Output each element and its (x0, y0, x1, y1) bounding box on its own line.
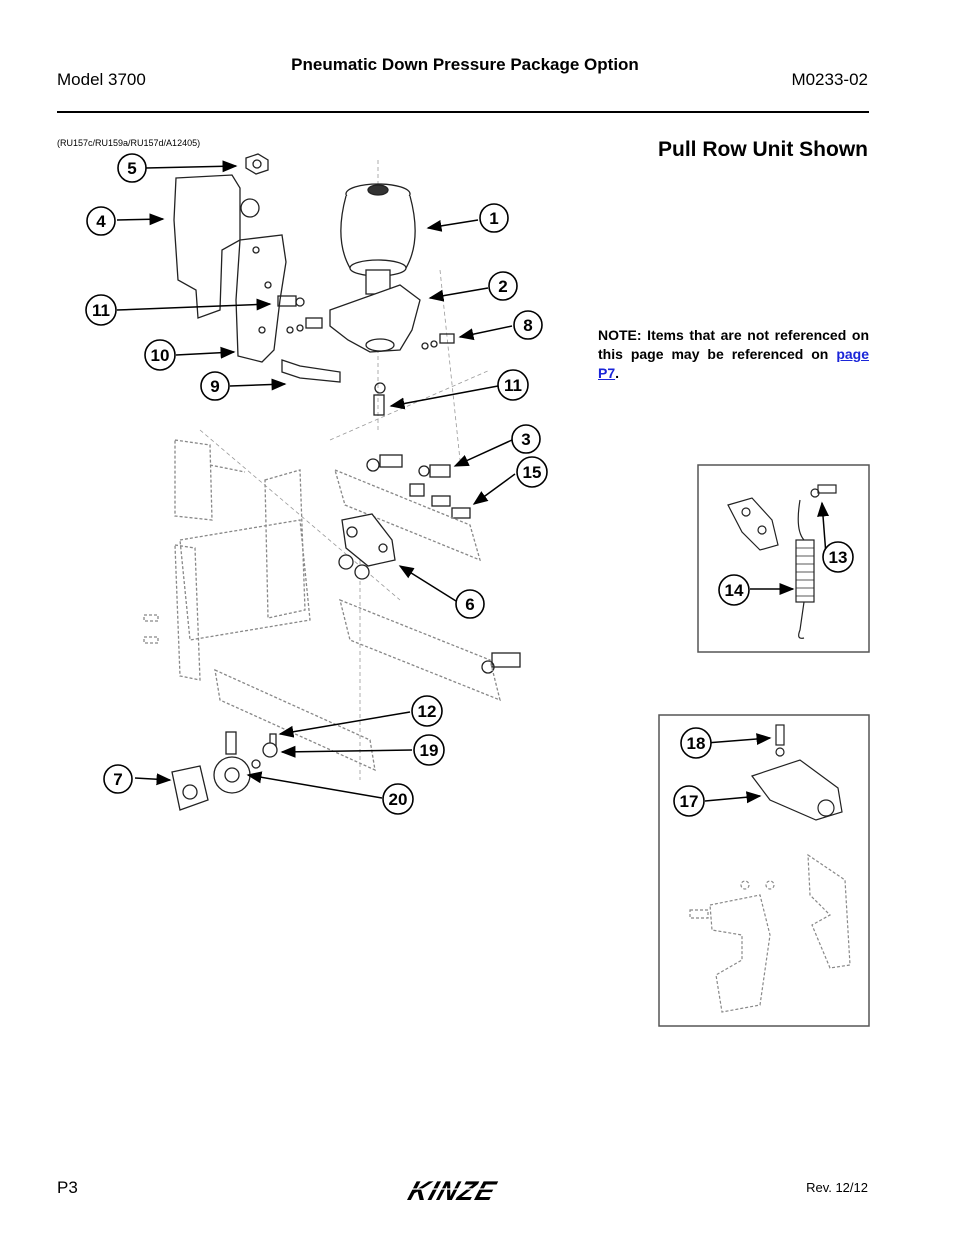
svg-text:KINZE: KINZE (405, 1176, 501, 1206)
pivot-arm-part (341, 513, 396, 567)
top-nut-part (245, 153, 269, 175)
callout-3: 3 (511, 424, 541, 454)
frame-outline (143, 439, 501, 772)
callout-14: 14 (718, 574, 750, 606)
section-title: Pull Row Unit Shown (658, 138, 868, 161)
callout-20: 20 (382, 783, 414, 815)
svg-text:4: 4 (96, 212, 106, 231)
callout-11-upper: 11 (85, 294, 117, 326)
spring-inset-frame (697, 464, 870, 653)
svg-text:3: 3 (521, 430, 530, 449)
page-p7-link[interactable]: page P7 (598, 346, 869, 381)
svg-text:10: 10 (151, 346, 170, 365)
callout-8: 8 (513, 310, 543, 340)
header-divider (57, 111, 869, 113)
sprocket-hub-part (213, 756, 251, 794)
spring-inset-linework (727, 484, 837, 639)
callout-18: 18 (680, 727, 712, 759)
cam-washer-part (262, 742, 278, 758)
model-label: Model 3700 (57, 70, 146, 89)
callout-13: 13 (822, 541, 854, 573)
upper-plate-part (173, 174, 241, 319)
svg-text:13: 13 (829, 548, 848, 567)
callout-17: 17 (673, 785, 705, 817)
svg-text:8: 8 (523, 316, 532, 335)
svg-text:6: 6 (465, 595, 474, 614)
callout-2: 2 (488, 271, 518, 301)
svg-text:19: 19 (420, 741, 439, 760)
callout-bubbles: 5 4 1 2 8 11 10 9 11 3 15 6 7 12 19 20 1… (85, 153, 854, 817)
svg-text:12: 12 (418, 702, 437, 721)
flange-bearing-part (171, 765, 209, 811)
svg-text:7: 7 (113, 770, 122, 789)
callout-9: 9 (200, 371, 230, 401)
link-bar-part (281, 359, 341, 383)
svg-text:15: 15 (523, 463, 542, 482)
bracket-inset-linework (689, 724, 851, 1013)
lower-mount-part (329, 284, 421, 353)
hardware-bolts (277, 295, 521, 674)
leader-arrows (116, 160, 830, 804)
page-title: Pneumatic Down Pressure Package Option (291, 55, 639, 74)
callout-4: 4 (86, 206, 116, 236)
svg-text:20: 20 (389, 790, 408, 809)
callout-10: 10 (144, 339, 176, 371)
note-period: . (615, 365, 620, 381)
callout-12: 12 (411, 695, 443, 727)
page-number: P3 (57, 1178, 78, 1197)
bracket-inset-frame (658, 714, 870, 1027)
svg-text:11: 11 (92, 301, 110, 320)
callout-11-lower: 11 (497, 369, 529, 401)
svg-text:9: 9 (210, 377, 219, 396)
side-plate-part (235, 234, 287, 363)
document-number: M0233-02 (791, 70, 868, 89)
svg-text:17: 17 (680, 792, 699, 811)
svg-text:18: 18 (687, 734, 706, 753)
svg-text:5: 5 (127, 159, 136, 178)
svg-text:2: 2 (498, 277, 507, 296)
callout-5: 5 (117, 153, 147, 183)
kinze-logo: KINZE (405, 1176, 519, 1206)
note-paragraph: NOTE: Items that are not referenced on t… (598, 326, 869, 383)
svg-text:14: 14 (725, 581, 744, 600)
revision-date: Rev. 12/12 (806, 1180, 868, 1195)
callout-1: 1 (479, 203, 509, 233)
callout-15: 15 (516, 456, 548, 488)
svg-text:1: 1 (489, 209, 498, 228)
svg-text:11: 11 (504, 376, 522, 395)
figure-reference: (RU157c/RU159a/RU157d/A12405) (57, 138, 201, 148)
diagram-linework (143, 153, 521, 811)
callout-7: 7 (103, 764, 133, 794)
note-text: NOTE: Items that are not referenced on t… (598, 327, 869, 362)
air-spring-part (340, 183, 416, 295)
callout-6: 6 (455, 589, 485, 619)
callout-19: 19 (413, 734, 445, 766)
